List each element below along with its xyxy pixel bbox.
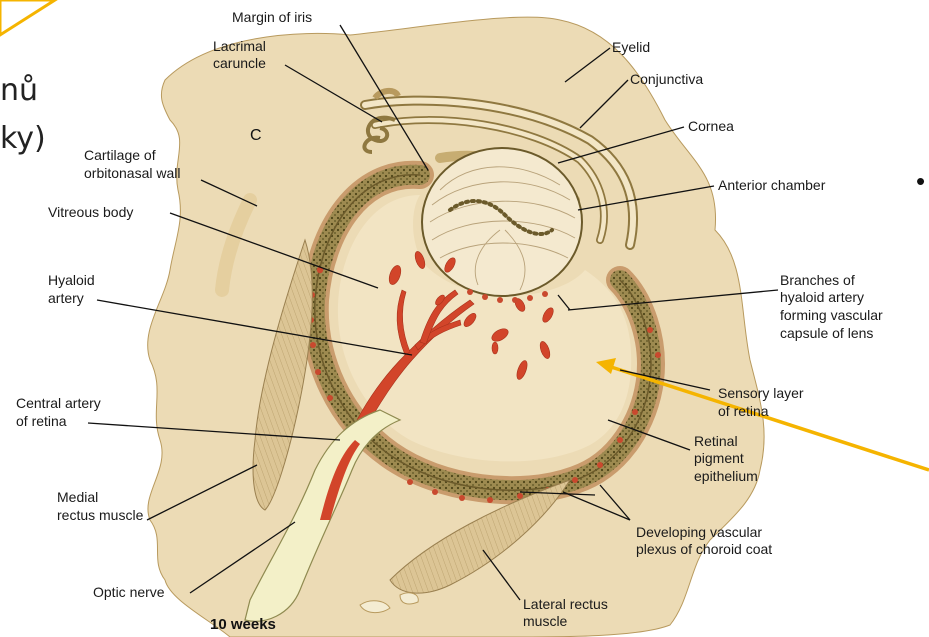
label-sensory-layer-2: of retina [718, 403, 769, 419]
label-retinal-pigment-2: pigment [694, 450, 744, 466]
slide-text-fragment-2: ky) [0, 121, 46, 156]
label-cartilage-2: orbitonasal wall [84, 165, 181, 181]
label-eyelid: Eyelid [612, 39, 650, 55]
label-central-artery-2: of retina [16, 413, 67, 429]
label-developing-plexus-1: Developing vascular [636, 524, 762, 540]
label-branches-4: capsule of lens [780, 325, 873, 341]
label-lacrimal-caruncle-2: caruncle [213, 55, 266, 71]
label-branches-3: forming vascular [780, 307, 883, 323]
label-central-artery-1: Central artery [16, 395, 101, 411]
label-branches-1: Branches of [780, 272, 855, 288]
label-conjunctiva: Conjunctiva [630, 71, 703, 87]
label-cornea: Cornea [688, 118, 734, 134]
lens [422, 148, 582, 296]
label-margin-of-iris: Margin of iris [232, 9, 312, 25]
label-branches-2: hyaloid artery [780, 289, 864, 305]
label-anterior-chamber: Anterior chamber [718, 177, 826, 193]
label-vitreous-body: Vitreous body [48, 204, 133, 220]
label-optic-nerve: Optic nerve [93, 584, 165, 600]
label-medial-rectus-1: Medial [57, 489, 98, 505]
label-hyaloid-artery-2: artery [48, 290, 84, 306]
label-panel-letter: C [250, 127, 262, 144]
label-hyaloid-artery-1: Hyaloid [48, 272, 95, 288]
label-retinal-pigment-3: epithelium [694, 468, 758, 484]
slide-corner-accent [0, 0, 55, 35]
label-medial-rectus-2: rectus muscle [57, 507, 144, 523]
label-lacrimal-caruncle-1: Lacrimal [213, 38, 266, 54]
label-retinal-pigment-1: Retinal [694, 433, 738, 449]
figure-caption: 10 weeks [210, 616, 276, 633]
label-developing-plexus-2: plexus of choroid coat [636, 541, 772, 557]
slide-text-fragment-1: nů [0, 73, 38, 108]
label-cartilage-1: Cartilage of [84, 147, 156, 163]
slide-bullet: • [916, 166, 925, 196]
label-sensory-layer-1: Sensory layer [718, 385, 804, 401]
label-lateral-rectus-1: Lateral rectus [523, 596, 608, 612]
label-lateral-rectus-2: muscle [523, 613, 568, 629]
